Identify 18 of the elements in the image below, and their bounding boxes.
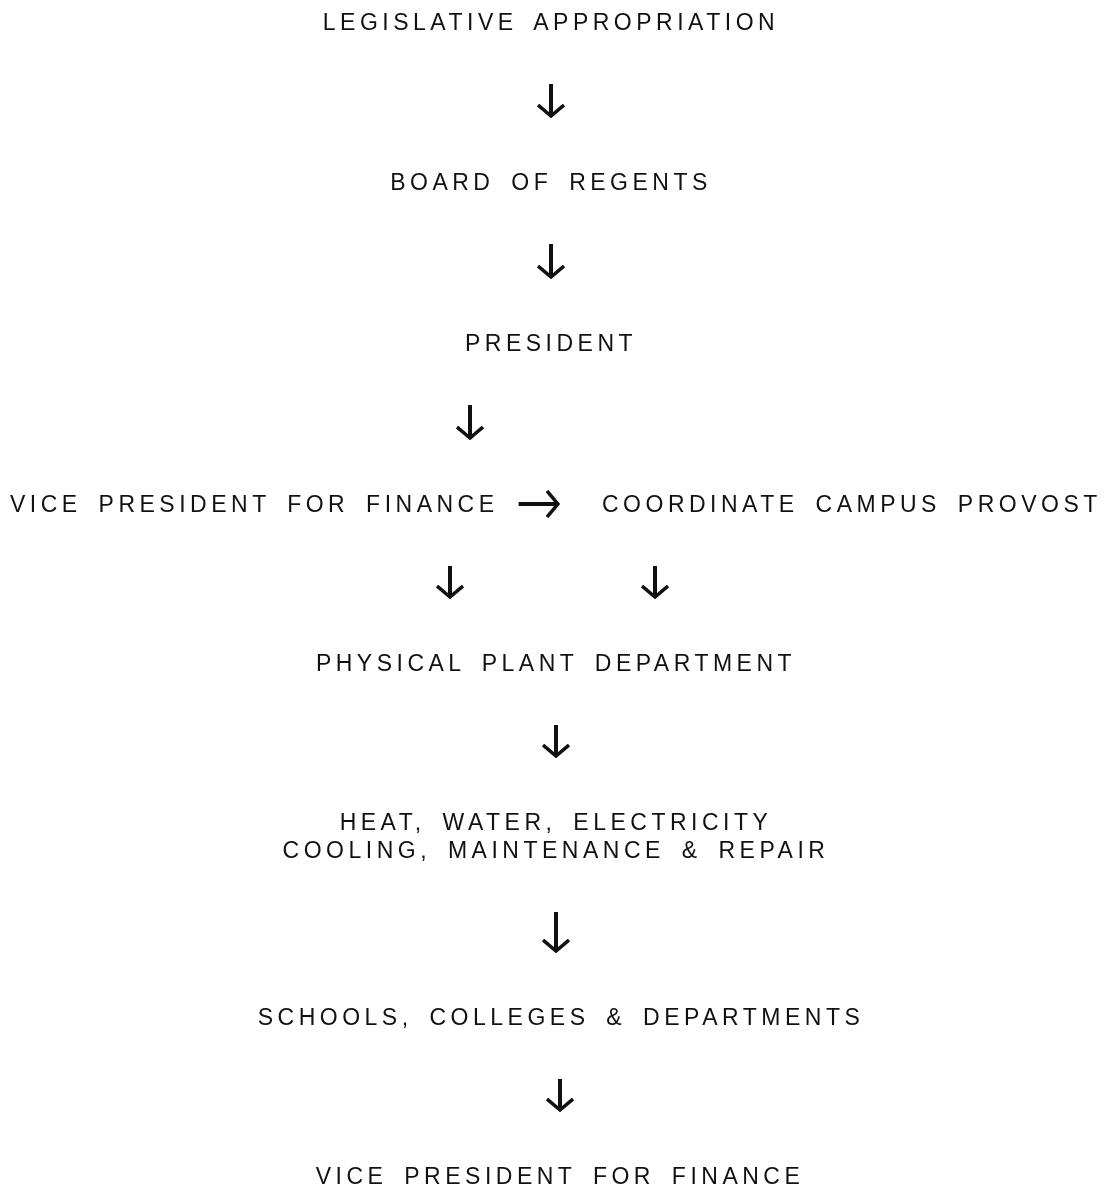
node-label: VICE PRESIDENT FOR FINANCE — [10, 490, 499, 518]
node-label: PHYSICAL PLANT DEPARTMENT — [315, 649, 797, 677]
node-label: SCHOOLS, COLLEGES & DEPARTMENTS — [257, 1003, 865, 1031]
arrow — [545, 1079, 575, 1112]
node-label: PRESIDENT — [464, 329, 638, 357]
node-label: HEAT, WATER, ELECTRICITY COOLING, MAINTENANCE & REPAIR — [281, 808, 831, 864]
arrow — [518, 489, 560, 519]
node-label: LEGISLATIVE APPROPRIATION — [322, 8, 780, 36]
arrow — [640, 566, 670, 599]
node-label: COORDINATE CAMPUS PROVOST — [602, 490, 1102, 518]
arrow — [541, 912, 571, 953]
arrow — [536, 84, 566, 118]
arrow — [455, 405, 485, 440]
node-label: VICE PRESIDENT FOR FINANCE — [315, 1162, 805, 1190]
node-label: BOARD OF REGENTS — [390, 168, 712, 196]
arrow — [541, 725, 571, 758]
arrow — [435, 566, 465, 599]
arrow — [536, 244, 566, 279]
